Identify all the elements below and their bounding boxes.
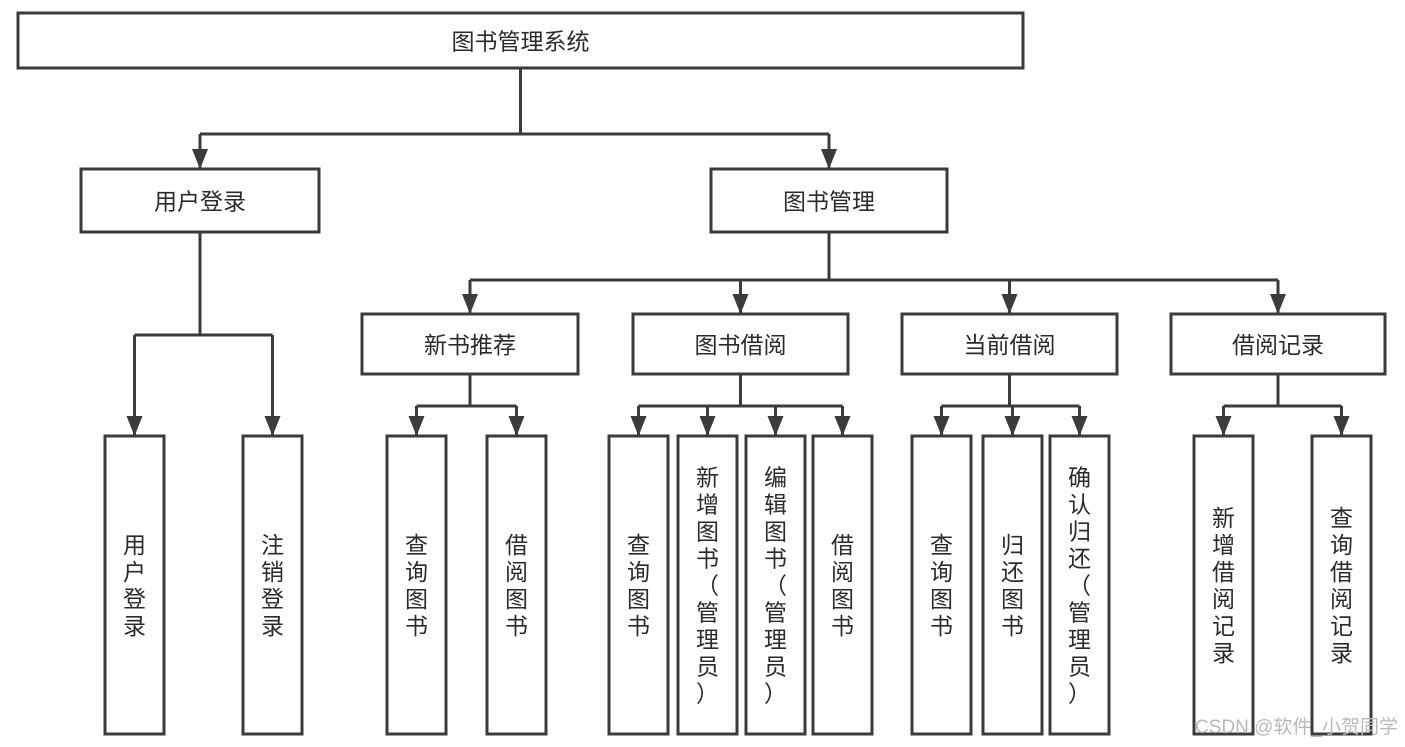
- node-user-login[interactable]: 用户登录: [79, 167, 321, 234]
- node-label: 借阅图书: [505, 532, 528, 639]
- arrow-head-icon: [126, 416, 143, 436]
- node-box[interactable]: [16, 11, 1025, 70]
- node-label: 用户登录: [154, 189, 246, 215]
- node-label: 新书推荐: [424, 332, 516, 358]
- node-label: 当前借阅: [964, 332, 1056, 358]
- node-leaf-add-record[interactable]: 新增借阅记录: [1192, 434, 1255, 736]
- connector-layer: [126, 68, 1350, 436]
- node-new-book-recommend[interactable]: 新书推荐: [360, 312, 580, 376]
- node-label: 用户登录: [123, 532, 146, 639]
- arrow-head-icon: [1215, 416, 1232, 436]
- node-box[interactable]: [385, 434, 448, 736]
- node-box[interactable]: [241, 434, 304, 736]
- arrow-head-icon: [1071, 416, 1088, 436]
- node-leaf-query-book-3[interactable]: 查询图书: [910, 434, 973, 736]
- arrow-head-icon: [264, 416, 281, 436]
- node-box[interactable]: [607, 434, 670, 736]
- node-leaf-query-book-2[interactable]: 查询图书: [607, 434, 670, 736]
- node-box[interactable]: [79, 167, 321, 234]
- node-leaf-query-record[interactable]: 查询借阅记录: [1310, 434, 1373, 736]
- arrow-head-icon: [408, 416, 425, 436]
- arrow-head-icon: [699, 416, 716, 436]
- csdn-watermark: CSDN @软件_小贺同学: [1195, 716, 1398, 738]
- arrow-head-icon: [933, 416, 950, 436]
- node-leaf-user-login[interactable]: 用户登录: [103, 434, 166, 736]
- node-label: 借阅记录: [1232, 332, 1324, 358]
- node-label: 新增图书（管理员）: [696, 465, 719, 707]
- arrow-head-icon: [1004, 416, 1021, 436]
- node-box[interactable]: [1169, 312, 1387, 376]
- node-label: 查询图书: [930, 532, 953, 639]
- node-box[interactable]: [981, 434, 1044, 736]
- node-borrow-record[interactable]: 借阅记录: [1169, 312, 1387, 376]
- node-book-borrow[interactable]: 图书借阅: [631, 312, 850, 376]
- node-box[interactable]: [631, 312, 850, 376]
- node-box[interactable]: [485, 434, 548, 736]
- node-box[interactable]: [900, 312, 1119, 376]
- node-layer: 图书管理系统用户登录图书管理新书推荐图书借阅当前借阅借阅记录用户登录注销登录查询…: [16, 11, 1387, 736]
- node-label: 查询图书: [405, 532, 428, 639]
- node-leaf-user-logout[interactable]: 注销登录: [241, 434, 304, 736]
- node-label: 图书管理系统: [452, 29, 590, 55]
- node-box[interactable]: [709, 167, 949, 234]
- node-label: 归还图书: [1001, 532, 1024, 639]
- arrow-head-icon: [834, 416, 851, 436]
- node-leaf-return-book[interactable]: 归还图书: [981, 434, 1044, 736]
- node-label: 编辑图书（管理员）: [764, 465, 787, 707]
- node-box[interactable]: [1310, 434, 1373, 736]
- node-label: 图书管理: [783, 189, 875, 215]
- arrow-head-icon: [1333, 416, 1350, 436]
- node-leaf-add-book[interactable]: 新增图书（管理员）: [676, 434, 739, 736]
- arrow-head-icon: [732, 294, 749, 314]
- node-label: 查询图书: [627, 532, 650, 639]
- node-box[interactable]: [1048, 434, 1111, 736]
- node-box[interactable]: [811, 434, 874, 736]
- node-leaf-confirm-return[interactable]: 确认归还（管理员）: [1048, 434, 1111, 736]
- node-box[interactable]: [360, 312, 580, 376]
- node-leaf-query-book-1[interactable]: 查询图书: [385, 434, 448, 736]
- node-label: 新增借阅记录: [1212, 505, 1235, 666]
- node-label: 注销登录: [261, 532, 284, 639]
- node-box[interactable]: [744, 434, 807, 736]
- arrow-head-icon: [508, 416, 525, 436]
- arrow-head-icon: [1001, 294, 1018, 314]
- node-book-manage[interactable]: 图书管理: [709, 167, 949, 234]
- node-box[interactable]: [1192, 434, 1255, 736]
- arrow-head-icon: [192, 149, 208, 169]
- node-label: 确认归还（管理员）: [1068, 465, 1091, 707]
- arrow-head-icon: [821, 149, 837, 169]
- node-box[interactable]: [910, 434, 973, 736]
- node-root[interactable]: 图书管理系统: [16, 11, 1025, 70]
- arrow-head-icon: [462, 294, 478, 314]
- node-leaf-borrow-book-1[interactable]: 借阅图书: [485, 434, 548, 736]
- arrow-head-icon: [767, 416, 784, 436]
- node-current-borrow[interactable]: 当前借阅: [900, 312, 1119, 376]
- node-leaf-borrow-book-2[interactable]: 借阅图书: [811, 434, 874, 736]
- node-box[interactable]: [676, 434, 739, 736]
- node-label: 图书借阅: [695, 332, 787, 358]
- arrow-head-icon: [630, 416, 647, 436]
- arrow-head-icon: [1270, 294, 1286, 314]
- node-label: 借阅图书: [831, 532, 854, 639]
- node-label: 查询借阅记录: [1330, 505, 1353, 666]
- node-leaf-edit-book[interactable]: 编辑图书（管理员）: [744, 434, 807, 736]
- node-box[interactable]: [103, 434, 166, 736]
